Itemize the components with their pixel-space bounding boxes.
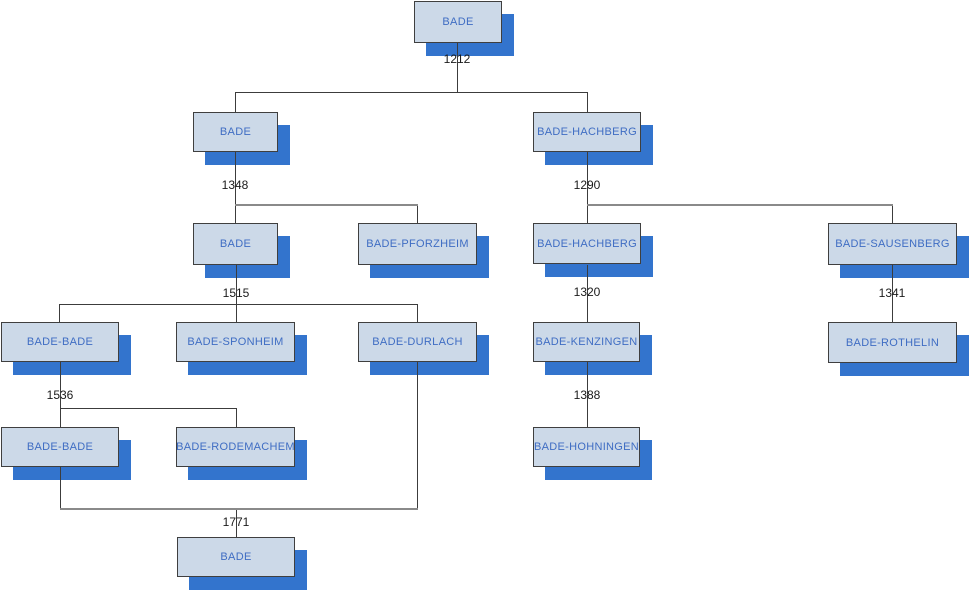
year-label-1341: 1341	[878, 286, 906, 300]
connector-horizontal	[60, 408, 237, 409]
year-label-1515: 1515	[222, 286, 250, 300]
node-bade-hachberg-gen3[interactable]: BADE-HACHBERG	[533, 223, 641, 264]
connector-vertical	[235, 152, 236, 223]
node-label: BADE-BADE	[26, 441, 94, 453]
year-label-1348: 1348	[221, 178, 249, 192]
node-label: BADE-HOHNINGEN	[533, 441, 640, 453]
node-bade-pforzheim[interactable]: BADE-PFORZHEIM	[358, 223, 477, 265]
node-label: BADE-BADE	[26, 336, 94, 348]
node-bade-hachberg-gen2[interactable]: BADE-HACHBERG	[533, 112, 641, 152]
connector-vertical	[235, 92, 236, 112]
connector-vertical	[417, 304, 418, 322]
node-bade-gen6[interactable]: BADE	[177, 537, 295, 577]
connector-vertical	[417, 205, 418, 223]
year-label-1388: 1388	[573, 388, 601, 402]
connector-vertical	[60, 467, 61, 509]
node-label: BADE-SPONHEIM	[187, 336, 284, 348]
year-label-1536: 1536	[46, 388, 74, 402]
node-label: BADE-HACHBERG	[537, 126, 637, 138]
node-bade-rothelin[interactable]: BADE-ROTHELIN	[828, 322, 957, 363]
connector-horizontal	[59, 304, 418, 305]
connector-vertical	[587, 362, 588, 427]
node-bade-sausenberg[interactable]: BADE-SAUSENBERG	[828, 223, 957, 265]
year-label-1320: 1320	[573, 285, 601, 299]
connector-vertical	[587, 152, 588, 223]
connector-vertical	[892, 265, 893, 322]
node-bade-gen2[interactable]: BADE	[193, 112, 278, 152]
node-bade-durlach[interactable]: BADE-DURLACH	[358, 322, 477, 362]
node-label: BADE-ROTHELIN	[845, 336, 940, 349]
node-bade-gen3[interactable]: BADE	[193, 223, 278, 265]
node-label: BADE-KENZINGEN	[535, 336, 638, 348]
node-label: BADE	[442, 16, 474, 28]
connector-horizontal	[587, 204, 893, 206]
node-bade-bade-gen5[interactable]: BADE-BADE	[1, 427, 119, 467]
connector-horizontal	[235, 92, 588, 93]
node-bade-gen1[interactable]: BADE	[414, 1, 502, 43]
year-label-1290: 1290	[573, 178, 601, 192]
node-label: BADE-PFORZHEIM	[366, 238, 469, 250]
node-label: BADE-HACHBERG	[537, 237, 637, 250]
connector-horizontal	[235, 204, 418, 206]
year-label-1771: 1771	[222, 515, 250, 529]
node-bade-kenzingen[interactable]: BADE-KENZINGEN	[533, 322, 640, 362]
connector-vertical	[60, 362, 61, 427]
node-bade-rodemachem[interactable]: BADE-RODEMACHEM	[176, 427, 295, 467]
node-label: BADE-RODEMACHEM	[176, 441, 295, 453]
connector-vertical	[236, 408, 237, 427]
connector-horizontal	[60, 508, 418, 510]
connector-vertical	[457, 43, 458, 92]
connector-vertical	[236, 509, 237, 537]
connector-vertical	[236, 265, 237, 322]
node-label: BADE	[220, 551, 252, 563]
node-label: BADE-DURLACH	[372, 336, 463, 348]
connector-vertical	[587, 92, 588, 112]
connector-vertical	[59, 304, 60, 322]
connector-vertical	[417, 362, 418, 509]
node-label: BADE-SAUSENBERG	[835, 238, 950, 250]
connector-vertical	[892, 205, 893, 223]
node-bade-sponheim[interactable]: BADE-SPONHEIM	[176, 322, 295, 362]
node-label: BADE	[219, 126, 252, 138]
connector-vertical	[587, 265, 588, 322]
node-bade-bade-gen4[interactable]: BADE-BADE	[1, 322, 119, 362]
year-label-1212: 1212	[443, 52, 471, 66]
node-bade-hohningen[interactable]: BADE-HOHNINGEN	[533, 427, 640, 467]
node-label: BADE	[219, 238, 252, 250]
